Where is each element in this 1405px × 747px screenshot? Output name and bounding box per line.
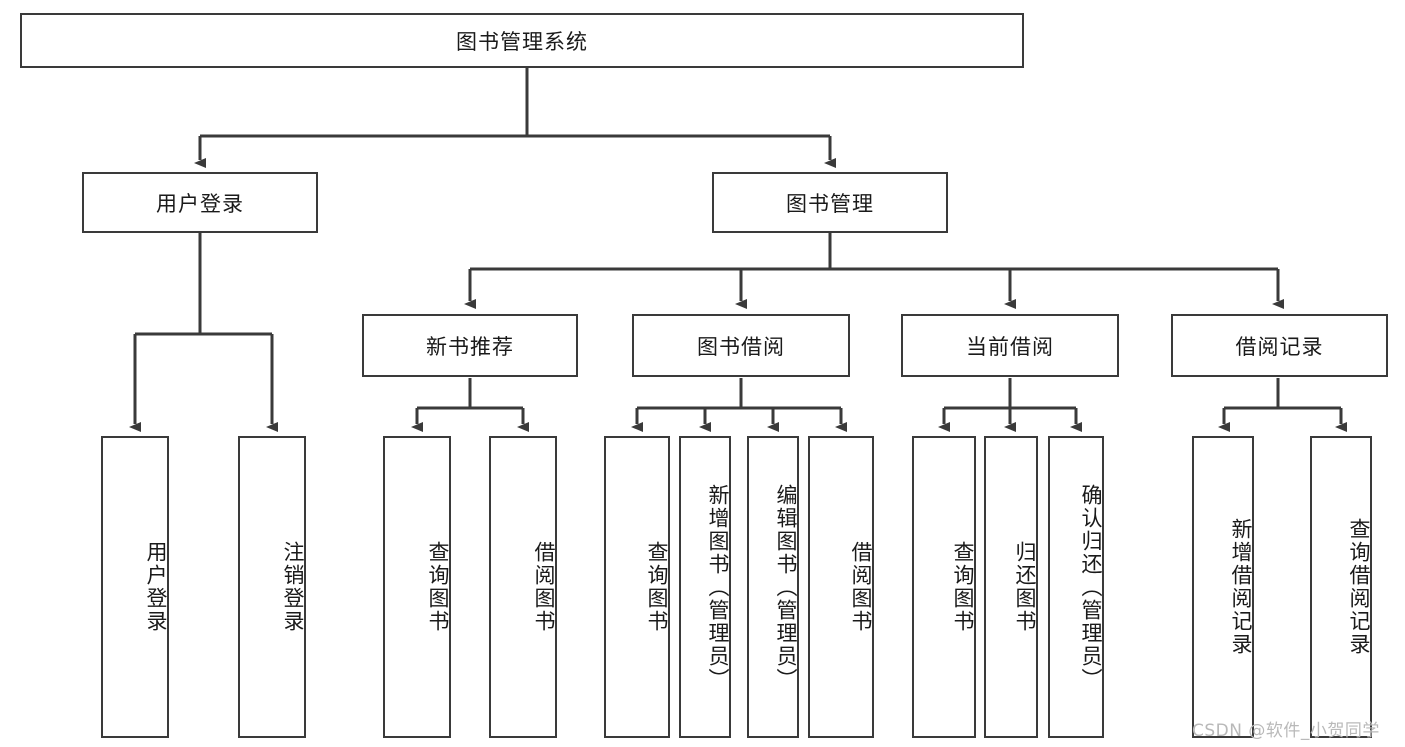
node-leaf-user-login[interactable]: 用户登录 — [101, 436, 169, 738]
node-label: 用户登录 — [144, 541, 168, 633]
node-leaf-query-book-2[interactable]: 查询图书 — [604, 436, 670, 738]
node-leaf-query-book-3[interactable]: 查询图书 — [912, 436, 976, 738]
node-book-borrow[interactable]: 图书借阅 — [632, 314, 850, 377]
node-label: 借阅图书 — [849, 541, 873, 633]
node-leaf-confirm-return[interactable]: 确认归还（管理员） — [1048, 436, 1104, 738]
node-user-login[interactable]: 用户登录 — [82, 172, 318, 233]
node-label: 借阅图书 — [532, 541, 556, 633]
node-label: 编辑图书（管理员） — [774, 483, 798, 691]
node-label: 图书管理系统 — [456, 29, 588, 54]
node-label: 图书管理 — [786, 191, 874, 216]
node-leaf-return-book[interactable]: 归还图书 — [984, 436, 1038, 738]
node-label: 新书推荐 — [426, 334, 514, 359]
node-label: 借阅记录 — [1235, 334, 1324, 359]
node-leaf-add-book[interactable]: 新增图书（管理员） — [679, 436, 731, 738]
watermark-text: CSDN @软件_小贺同学 — [1192, 721, 1380, 741]
node-label: 查询图书 — [645, 541, 669, 633]
node-current-borrow[interactable]: 当前借阅 — [901, 314, 1119, 377]
node-label: 用户登录 — [156, 191, 244, 216]
node-label: 确认归还（管理员） — [1079, 483, 1103, 691]
node-label: 注销登录 — [281, 541, 305, 633]
node-book-management[interactable]: 图书管理 — [712, 172, 948, 233]
node-label: 新增图书（管理员） — [706, 483, 730, 691]
node-label: 查询图书 — [426, 541, 450, 633]
node-borrow-record[interactable]: 借阅记录 — [1171, 314, 1388, 377]
node-label: 查询借阅记录 — [1347, 518, 1371, 656]
node-label: 图书借阅 — [697, 334, 785, 359]
node-label: 新增借阅记录 — [1229, 518, 1253, 656]
node-label: 查询图书 — [951, 541, 975, 633]
node-leaf-add-record[interactable]: 新增借阅记录 — [1192, 436, 1254, 738]
node-leaf-edit-book[interactable]: 编辑图书（管理员） — [747, 436, 799, 738]
csdn-watermark: CSDN @软件_小贺同学 — [1192, 716, 1380, 741]
node-leaf-borrow-book-1[interactable]: 借阅图书 — [489, 436, 557, 738]
node-leaf-query-record[interactable]: 查询借阅记录 — [1310, 436, 1372, 738]
node-label: 归还图书 — [1013, 541, 1037, 633]
node-leaf-query-book-1[interactable]: 查询图书 — [383, 436, 451, 738]
node-leaf-borrow-book-2[interactable]: 借阅图书 — [808, 436, 874, 738]
node-book-management-system[interactable]: 图书管理系统 — [20, 13, 1024, 68]
node-new-book-recommend[interactable]: 新书推荐 — [362, 314, 578, 377]
node-label: 当前借阅 — [966, 334, 1054, 359]
node-leaf-logout-login[interactable]: 注销登录 — [238, 436, 306, 738]
